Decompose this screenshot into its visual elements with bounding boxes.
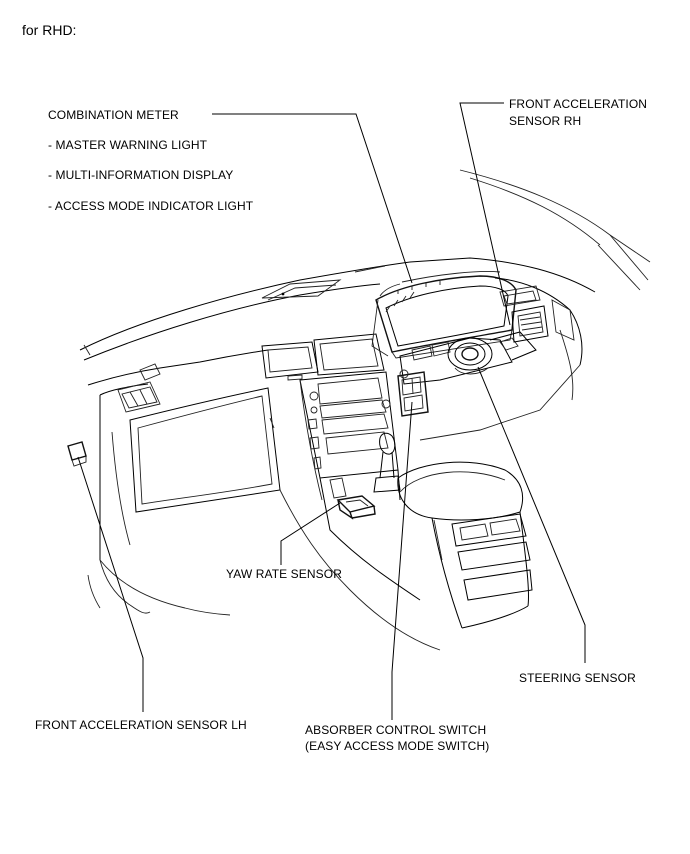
label-absorber-control-switch-line2: (EASY ACCESS MODE SWITCH) [305,739,490,753]
label-yaw-rate-sensor: YAW RATE SENSOR [226,567,342,581]
floor [129,604,231,616]
label-absorber-control-switch-line1: ABSORBER CONTROL SWITCH [305,723,487,737]
passenger-dash [87,349,281,609]
absorber-control-switch-part [397,369,429,417]
label-front-acceleration-sensor-lh: FRONT ACCELERATION SENSOR LH [35,718,247,732]
label-front-acceleration-sensor-rh-line1: FRONT ACCELERATION [509,97,648,111]
label-master-warning-light: - MASTER WARNING LIGHT [48,138,208,152]
leader-lines [77,102,586,720]
front-acceleration-sensor-lh-part [67,441,87,467]
label-access-mode-indicator-light: - ACCESS MODE INDICATOR LIGHT [48,199,254,213]
dashboard-top [79,257,596,361]
label-steering-sensor: STEERING SENSOR [519,671,636,685]
rear-console [397,461,533,629]
windshield-frame [459,169,651,291]
steering-column [399,331,537,385]
yaw-rate-sensor-part [336,495,376,520]
page-header: for RHD: [22,22,77,38]
center-stack [261,333,441,651]
shift-lever [373,432,401,493]
label-combination-meter: COMBINATION METER [48,108,179,122]
label-multi-information-display: - MULTI-INFORMATION DISPLAY [48,168,234,182]
driver-side-dash [419,277,583,441]
label-front-acceleration-sensor-rh-line2: SENSOR RH [509,114,582,128]
